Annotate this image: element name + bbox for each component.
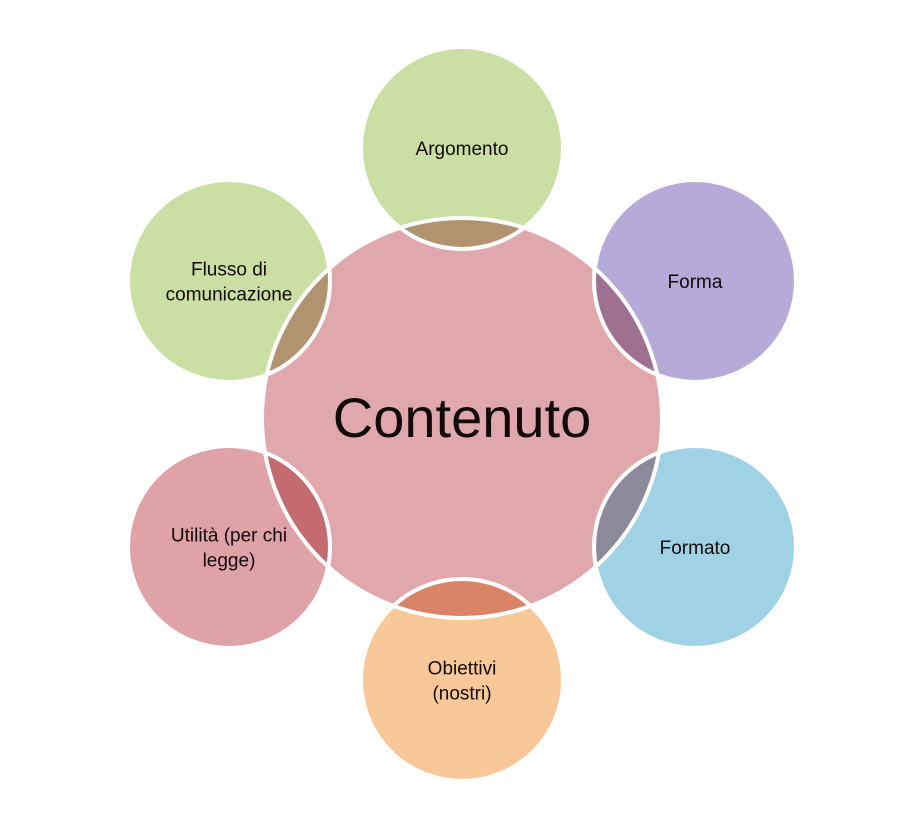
outline-obiettivi xyxy=(359,577,565,783)
label-formato: Formato xyxy=(660,538,731,559)
circle-outlines-layer xyxy=(126,45,798,783)
center-circle-layer xyxy=(262,218,662,618)
label-obiettivi: Obiettivi(nostri) xyxy=(428,659,497,705)
outline-forma xyxy=(592,178,798,384)
label-argomento: Argomento xyxy=(416,139,509,160)
outline-flusso xyxy=(126,178,332,384)
outline-formato xyxy=(592,444,798,650)
satellite-circle-obiettivi[interactable] xyxy=(361,579,563,781)
outline-contenuto xyxy=(260,216,664,620)
satellite-circle-argomento[interactable] xyxy=(361,47,563,249)
label-forma: Forma xyxy=(668,272,723,293)
labels-layer: Argomento Forma Formato Obiettivi(nostri… xyxy=(166,139,731,705)
outline-utilita xyxy=(126,444,332,650)
center-circle-contenuto[interactable] xyxy=(262,218,662,618)
outline-argomento xyxy=(359,45,565,251)
label-contenuto: Contenuto xyxy=(333,386,591,449)
